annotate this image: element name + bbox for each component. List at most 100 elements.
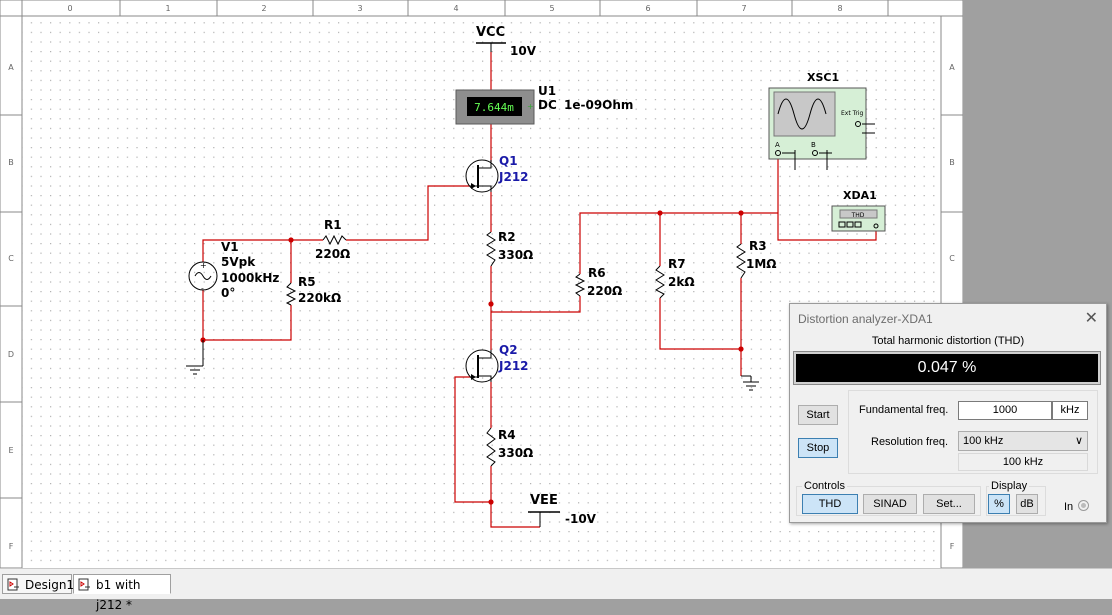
document-tab-bar: Design1 b1 with j212 * — [0, 568, 1112, 612]
vee-value: -10V — [565, 512, 597, 526]
q2-name: Q2 — [499, 343, 518, 357]
resolution-freq-select[interactable]: 100 kHz ∨ — [958, 431, 1088, 451]
resolution-readout: 100 kHz — [958, 453, 1088, 471]
close-icon[interactable]: ✕ — [1084, 310, 1098, 327]
xsc1-terminal-a[interactable] — [775, 150, 781, 156]
ruler-row-a-right: A — [949, 63, 955, 72]
workspace-background: 0 1 2 3 4 5 6 7 8 A B C D E — [0, 0, 1107, 568]
wires[interactable] — [200, 52, 877, 528]
resistor-r6[interactable]: R6 220Ω — [574, 266, 622, 298]
ground-right[interactable] — [741, 375, 759, 391]
stop-button[interactable]: Stop — [798, 438, 838, 458]
frequency-group — [848, 390, 1098, 474]
start-button[interactable]: Start — [798, 405, 838, 425]
u1-name: U1 — [538, 84, 556, 98]
tab-b1-with-j212[interactable]: b1 with j212 * — [73, 574, 171, 612]
r1-value: 220Ω — [315, 247, 350, 261]
tab-design1-label: Design1 — [25, 578, 75, 592]
chevron-down-icon: ∨ — [1074, 435, 1083, 447]
r2-value: 330Ω — [498, 248, 533, 262]
ruler-col-8: 8 — [837, 4, 842, 13]
r4-value: 330Ω — [498, 446, 533, 460]
r4-name: R4 — [498, 428, 516, 442]
resistor-r2[interactable]: R2 330Ω — [486, 230, 533, 267]
r7-value: 2kΩ — [668, 275, 695, 289]
transistor-q2[interactable]: Q2 J212 — [465, 343, 529, 383]
resistor-r4[interactable]: R4 330Ω — [486, 427, 533, 467]
r1-name: R1 — [324, 218, 342, 232]
ruler-row-c: C — [8, 254, 14, 263]
ruler-row-a: A — [8, 63, 14, 72]
ruler-col-1: 1 — [165, 4, 170, 13]
distortion-analyzer-dialog[interactable]: Distortion analyzer-XDA1 ✕ Total harmoni… — [789, 303, 1107, 523]
fundamental-freq-input[interactable]: 1000 — [958, 401, 1052, 420]
ruler-col-0: 0 — [67, 4, 72, 13]
v1-phase: 0° — [221, 286, 235, 300]
controls-label: Controls — [802, 480, 847, 492]
set-button[interactable]: Set... — [923, 494, 975, 514]
ruler-row-f-right: F — [950, 542, 955, 551]
xda1-input-terminal[interactable] — [873, 223, 879, 229]
ac-source-v1[interactable]: + - V1 5Vpk 1000kHz 0° — [188, 240, 279, 300]
display-label: Display — [989, 480, 1030, 492]
resistor-r7[interactable]: R7 2kΩ — [654, 257, 695, 299]
transistor-q1[interactable]: Q1 J212 — [465, 154, 529, 193]
resistor-r1[interactable]: R1 220Ω — [315, 218, 350, 261]
r6-value: 220Ω — [587, 284, 622, 298]
schematic-file-icon — [7, 578, 19, 591]
ammeter-u1[interactable]: 7.644m + U1 DC 1e-09Ohm — [455, 84, 633, 125]
vcc-source[interactable]: VCC 10V — [476, 25, 537, 58]
r6-name: R6 — [588, 266, 606, 280]
ruler-col-4: 4 — [453, 4, 458, 13]
q2-model: J212 — [498, 359, 529, 373]
ruler-row-d: D — [8, 350, 14, 359]
resolution-freq-label: Resolution freq. — [871, 436, 949, 448]
vee-source[interactable]: VEE -10V — [528, 493, 597, 527]
input-terminal-icon[interactable] — [1078, 500, 1089, 511]
resistor-r5[interactable]: R5 220kΩ — [285, 275, 341, 306]
xsc1-name: XSC1 — [807, 71, 839, 84]
ruler-row-f: F — [9, 542, 14, 551]
thd-button[interactable]: THD — [802, 494, 858, 514]
xda1-panel-label: THD — [851, 212, 865, 219]
thd-label: Total harmonic distortion (THD) — [871, 335, 1025, 347]
fundamental-unit-field[interactable]: kHz — [1052, 401, 1088, 420]
v1-minus-sign: - — [201, 284, 204, 293]
q1-model: J212 — [498, 170, 529, 184]
ground-left[interactable] — [186, 340, 204, 375]
ruler-col-2: 2 — [261, 4, 266, 13]
tab-design1[interactable]: Design1 — [2, 574, 75, 594]
resolution-selected: 100 kHz — [963, 435, 1004, 447]
r7-name: R7 — [668, 257, 686, 271]
xsc1-channel-b: B — [811, 141, 816, 149]
xsc1-terminal-b[interactable] — [812, 150, 818, 156]
vcc-value: 10V — [510, 44, 537, 58]
oscilloscope-xsc1[interactable]: XSC1 Ext Trig A B — [768, 71, 875, 170]
v1-frequency: 1000kHz — [221, 271, 279, 285]
controls-group — [796, 486, 981, 516]
v1-amplitude: 5Vpk — [221, 255, 256, 269]
schematic-canvas[interactable]: 0 1 2 3 4 5 6 7 8 A B C D E — [0, 0, 963, 568]
u1-mode: DC — [538, 98, 557, 112]
vcc-name: VCC — [476, 25, 505, 40]
ruler-row-c-right: C — [949, 254, 955, 263]
u1-reading: 7.644m — [474, 101, 514, 114]
db-button[interactable]: dB — [1016, 494, 1038, 514]
r3-name: R3 — [749, 239, 767, 253]
percent-button[interactable]: % — [988, 494, 1010, 514]
v1-plus-sign: + — [200, 261, 207, 270]
xsc1-ext-trig: Ext Trig — [841, 110, 864, 117]
distortion-analyzer-xda1[interactable]: XDA1 THD — [831, 189, 886, 232]
top-ruler: 0 1 2 3 4 5 6 7 8 — [0, 0, 963, 17]
resistor-r3[interactable]: R3 1MΩ — [736, 239, 777, 279]
schematic-file-icon — [78, 578, 90, 591]
u1-resistance: 1e-09Ohm — [564, 98, 633, 112]
vee-name: VEE — [530, 493, 558, 508]
schematic-sheet[interactable]: 0 1 2 3 4 5 6 7 8 A B C D E — [0, 0, 963, 568]
xsc1-terminal-trig[interactable] — [855, 121, 861, 127]
xda1-name: XDA1 — [843, 189, 877, 202]
xsc1-channel-a: A — [775, 141, 780, 149]
r3-value: 1MΩ — [746, 257, 777, 271]
dialog-title: Distortion analyzer-XDA1 — [798, 312, 933, 326]
sinad-button[interactable]: SINAD — [863, 494, 917, 514]
